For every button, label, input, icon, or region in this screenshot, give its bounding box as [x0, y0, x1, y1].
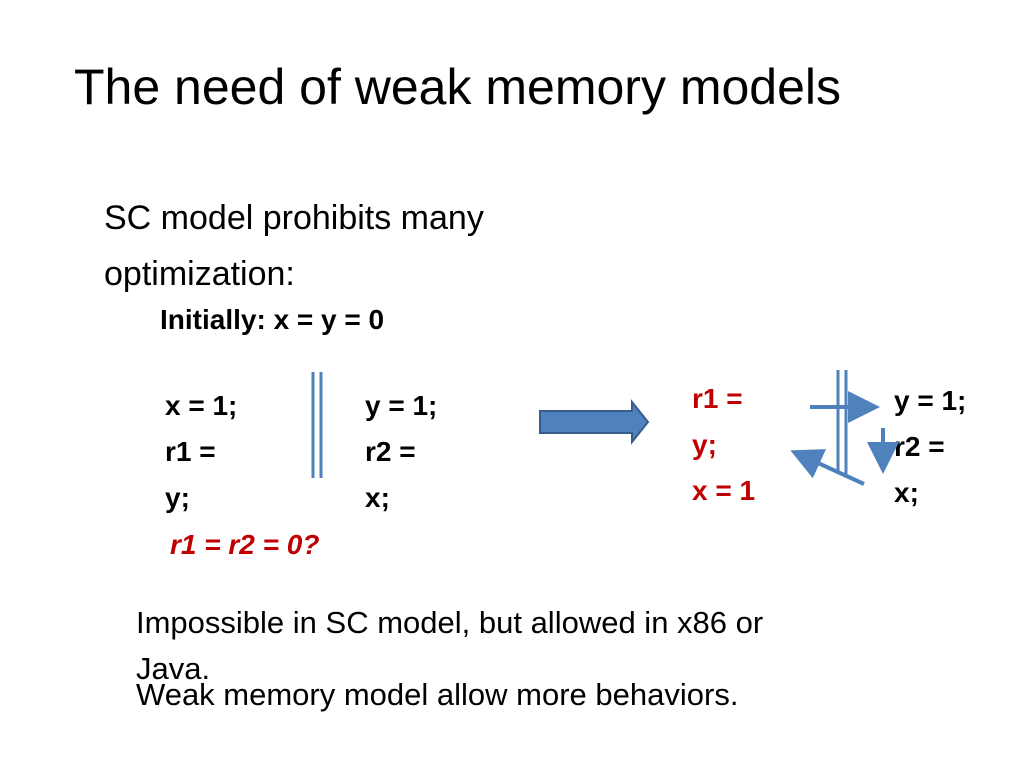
- left-thread2-line: x;: [365, 482, 390, 513]
- right-thread1-line: x = 1: [692, 475, 756, 506]
- right-thread2-line: r2 =: [894, 431, 945, 462]
- left-thread1-line: x = 1;: [165, 390, 238, 421]
- slide-title: The need of weak memory models: [74, 59, 842, 115]
- right-thread2-code: y = 1; r2 = x;: [894, 378, 966, 516]
- note-weak-model: Weak memory model allow more behaviors.: [136, 677, 739, 712]
- right-thread2-line: y = 1;: [894, 385, 967, 416]
- left-thread-divider: [311, 372, 323, 478]
- note-impossible-line-2: Java.: [136, 651, 211, 686]
- left-thread1-code: x = 1; r1 = y;: [165, 383, 237, 521]
- subtitle-line-1: SC model prohibits many: [104, 199, 484, 237]
- right-thread1-line: r1 =: [692, 383, 743, 414]
- right-thread1-line: y;: [692, 429, 717, 460]
- reorder-arrow-back-icon: [790, 449, 865, 486]
- subtitle-line-2: optimization:: [104, 255, 295, 293]
- outcome-question: r1 = r2 = 0?: [170, 529, 320, 560]
- left-thread1-line: y;: [165, 482, 190, 513]
- left-thread2-code: y = 1; r2 = x;: [365, 383, 437, 521]
- right-thread1-code: r1 = y; x = 1: [692, 376, 755, 514]
- initial-condition: Initially: x = y = 0: [160, 304, 385, 335]
- left-thread1-line: r1 =: [165, 436, 216, 467]
- left-thread2-line: y = 1;: [365, 390, 438, 421]
- transform-arrow-icon: [539, 399, 650, 445]
- note-impossible-line-1: Impossible in SC model, but allowed in x…: [136, 605, 764, 640]
- right-thread2-line: x;: [894, 477, 919, 508]
- left-thread2-line: r2 =: [365, 436, 416, 467]
- right-thread-divider: [836, 370, 848, 474]
